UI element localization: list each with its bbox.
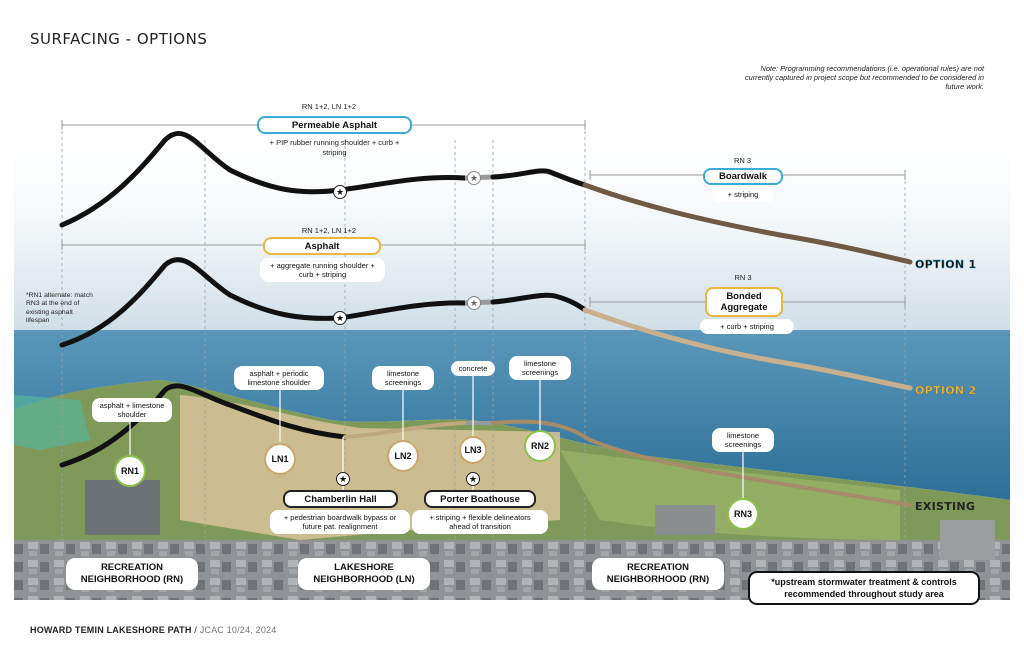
option2-rn3-label: RN 3 [734, 273, 752, 282]
grass-patch [560, 450, 900, 540]
chamberlin-hall-label: Chamberlin Hall [283, 490, 398, 508]
neighborhood-rn-right: RECREATION NEIGHBORHOOD (RN) [592, 558, 724, 590]
star-icon: ★ [333, 185, 347, 199]
ln3-badge: LN3 [459, 436, 487, 464]
footer: HOWARD TEMIN LAKESHORE PATH / JCAC 10/24… [30, 625, 276, 635]
option2-path-main [59, 257, 468, 348]
building [85, 480, 160, 535]
option1-path-boardwalk [582, 182, 913, 265]
rn2-badge: RN2 [524, 430, 556, 462]
ln1-desc: asphalt + periodic limestone shoulder [234, 366, 324, 390]
neighborhood-rn-left: RECREATION NEIGHBORHOOD (RN) [66, 558, 198, 590]
option2-rn3-detail: + curb + striping [700, 319, 794, 334]
ln2-badge: LN2 [387, 440, 419, 472]
existing-path-screenings-2 [491, 419, 912, 507]
existing-path-asphalt [59, 383, 348, 468]
footer-separator: / [191, 625, 200, 635]
building [655, 505, 715, 535]
ln1-badge: LN1 [264, 443, 296, 475]
ln2-desc: limestone screenings [372, 366, 434, 390]
star-icon: ★ [467, 171, 481, 185]
option1-surface-pill: Permeable Asphalt [257, 116, 412, 134]
option2-label: OPTION 2 [915, 384, 977, 397]
option1-path-main [59, 131, 468, 228]
option2-rn3-surface-pill: Bonded Aggregate [705, 287, 783, 317]
option1-detail: + PIP rubber running shoulder + curb + s… [269, 138, 400, 157]
scope-note: Note: Programming recommendations (i.e. … [744, 64, 984, 91]
star-icon: ★ [336, 472, 350, 486]
porter-boathouse-label: Porter Boathouse [424, 490, 536, 508]
option1-segment-label: RN 1+2, LN 1+2 [301, 102, 357, 111]
rn3-badge: RN3 [727, 498, 759, 530]
existing-path-screenings [343, 421, 467, 439]
marina [14, 395, 90, 450]
rn1-badge: RN1 [114, 455, 146, 487]
option2-segment-label: RN 1+2, LN 1+2 [301, 226, 357, 235]
option2-surface-pill: Asphalt [263, 237, 381, 255]
star-icon: ★ [466, 472, 480, 486]
page-title: SURFACING - OPTIONS [30, 30, 208, 48]
neighborhood-ln: LAKESHORE NEIGHBORHOOD (LN) [298, 558, 430, 590]
rn1-desc: asphalt + limestone shoulder [92, 398, 172, 422]
option2-path-main-2 [490, 292, 588, 313]
rn2-desc: limestone screenings [509, 356, 571, 380]
building [940, 520, 995, 560]
stormwater-note: *upstream stormwater treatment & control… [748, 571, 980, 605]
option1-rn3-surface-pill: Boardwalk [703, 168, 783, 185]
chamberlin-hall-detail: + pedestrian boardwalk bypass or future … [270, 510, 410, 534]
star-icon: ★ [333, 311, 347, 325]
option1-rn3-label: RN 3 [733, 156, 752, 165]
ln3-desc: concrete [451, 361, 495, 376]
porter-boathouse-detail: + striping + flexible delineators ahead … [412, 510, 548, 534]
option1-label: OPTION 1 [915, 258, 977, 271]
connector-lines [129, 372, 744, 498]
option1-rn3-detail: + striping [712, 187, 774, 202]
rn3-desc: limestone screenings [712, 428, 774, 452]
option2-detail: + aggregate running shoulder + curb + st… [260, 258, 385, 282]
option1-path-main-2 [490, 168, 588, 188]
footer-project: HOWARD TEMIN LAKESHORE PATH [30, 625, 192, 635]
option2-alternate-note: *RN1 alternate: match RN3 at the end of … [26, 292, 93, 325]
star-icon: ★ [467, 296, 481, 310]
existing-label: EXISTING [915, 500, 976, 513]
option2-path-aggregate [582, 307, 913, 391]
footer-meta: JCAC 10/24, 2024 [199, 625, 277, 635]
